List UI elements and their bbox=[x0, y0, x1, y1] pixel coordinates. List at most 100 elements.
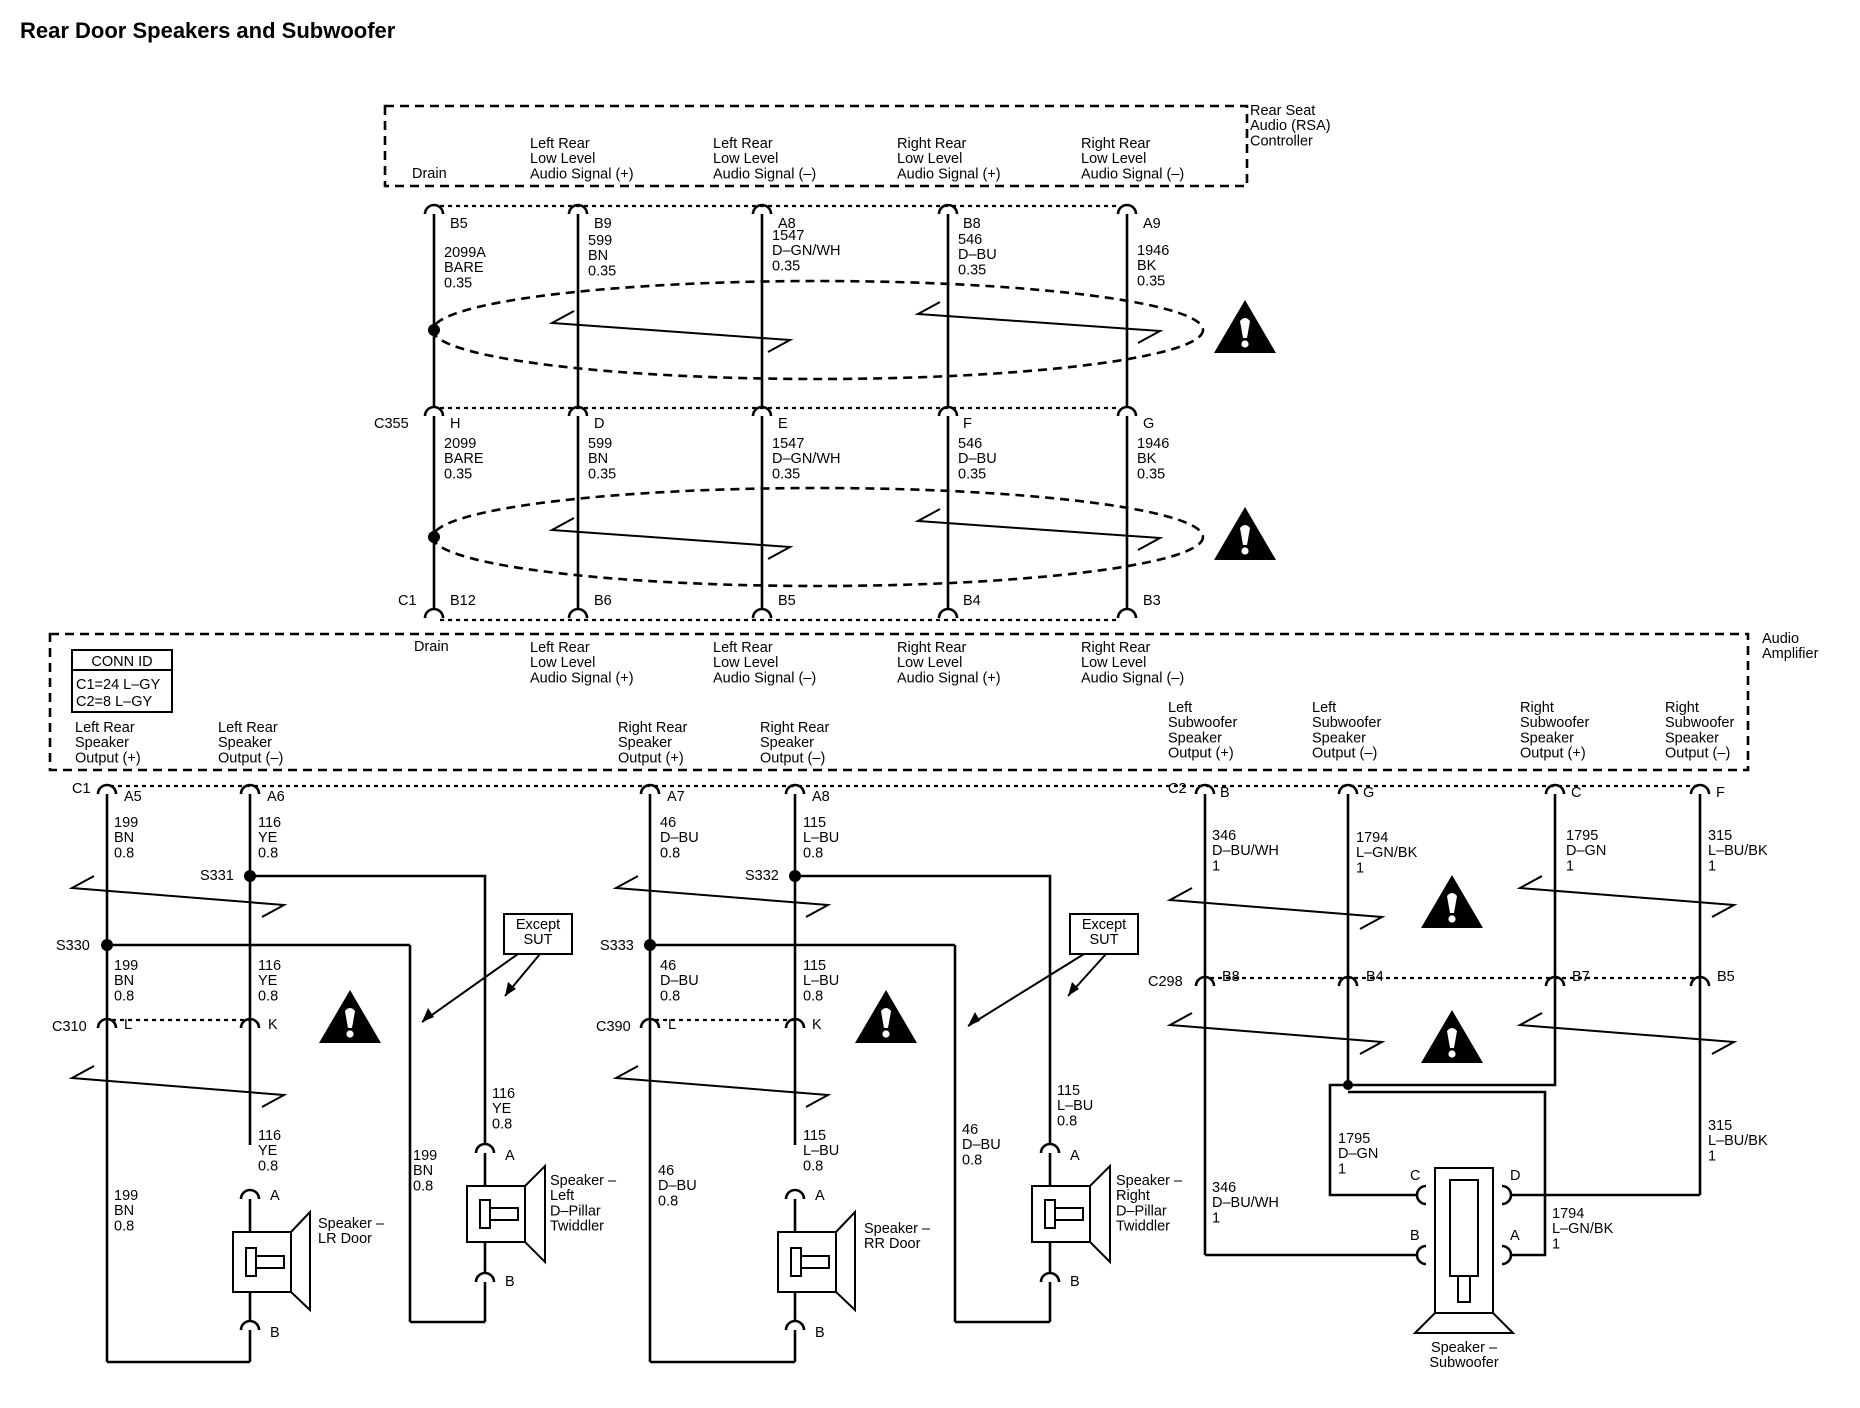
connector-pin: B5 bbox=[778, 593, 796, 609]
connector-pin: F bbox=[963, 416, 972, 432]
connector-pin: K bbox=[812, 1017, 822, 1033]
connector-pin: F bbox=[1716, 785, 1725, 801]
speaker-pin: B bbox=[1410, 1228, 1420, 1244]
connector-pin: C bbox=[1571, 785, 1581, 801]
inline-connector-c355: C355 H D E F G bbox=[374, 405, 1154, 432]
connector-pin: A8 bbox=[812, 789, 830, 805]
speaker-pin: D bbox=[1510, 1168, 1520, 1184]
speaker-label: Speaker –LR Door bbox=[318, 1216, 385, 1247]
amplifier-input-connector: C1 B12 B6 B5 B4 B3 bbox=[398, 593, 1161, 622]
lower-shield bbox=[428, 486, 1276, 588]
speaker-pin: B bbox=[815, 1325, 825, 1341]
speaker-pin: B bbox=[505, 1274, 515, 1290]
amplifier-output-connector: C1 A5 A6 A7 A8 C2 B G C F bbox=[72, 781, 1725, 805]
connector-pin: A7 bbox=[667, 789, 685, 805]
upper-shield bbox=[428, 279, 1276, 381]
connector-pin: B3 bbox=[1143, 593, 1161, 609]
warning-icon bbox=[319, 990, 381, 1043]
connector-pin: E bbox=[778, 416, 788, 432]
speaker-pin: B bbox=[270, 1325, 280, 1341]
speaker-pin: A bbox=[270, 1188, 280, 1204]
connector-id: C1 bbox=[398, 593, 417, 609]
connector-pin: L bbox=[668, 1017, 676, 1033]
connector-pin: B4 bbox=[1366, 969, 1384, 985]
speaker-pin: B bbox=[1070, 1274, 1080, 1290]
amplifier-drain-label: Drain bbox=[414, 639, 449, 655]
rsa-pin: B5 bbox=[450, 216, 468, 232]
connector-pin: B12 bbox=[450, 593, 476, 609]
subwoofer-speaker: C D B A Speaker –Subwoofer bbox=[1410, 1167, 1520, 1371]
connector-id: C310 bbox=[52, 1019, 87, 1035]
speaker-label: Speaker –RR Door bbox=[864, 1221, 931, 1252]
rsa-pin: A8 bbox=[778, 216, 796, 232]
conn-id-title: CONN ID bbox=[91, 654, 152, 670]
speaker-pin: A bbox=[1510, 1228, 1520, 1244]
splice-id: S330 bbox=[56, 938, 90, 954]
lr-door-speaker: A B Speaker –LR Door bbox=[232, 1188, 385, 1362]
warning-icon bbox=[1421, 875, 1483, 928]
connector-id: C2 bbox=[1168, 781, 1187, 797]
splice-id: S333 bbox=[600, 938, 634, 954]
rsa-drain-label: Drain bbox=[412, 166, 447, 182]
page-title: Rear Door Speakers and Subwoofer bbox=[20, 18, 396, 43]
connector-id: C1 bbox=[72, 781, 91, 797]
connector-pin: G bbox=[1143, 416, 1154, 432]
speaker-pin: A bbox=[815, 1188, 825, 1204]
warning-icon bbox=[1214, 507, 1276, 560]
connector-pin: A5 bbox=[124, 789, 142, 805]
speaker-pin: C bbox=[1410, 1168, 1420, 1184]
speaker-label: Speaker –Subwoofer bbox=[1429, 1340, 1498, 1371]
rsa-connector: B5 B9 A8 B8 A9 bbox=[423, 203, 1161, 232]
connector-pin: H bbox=[450, 416, 460, 432]
warning-icon bbox=[855, 990, 917, 1043]
conn-id-line: C1=24 L–GY bbox=[76, 677, 161, 693]
